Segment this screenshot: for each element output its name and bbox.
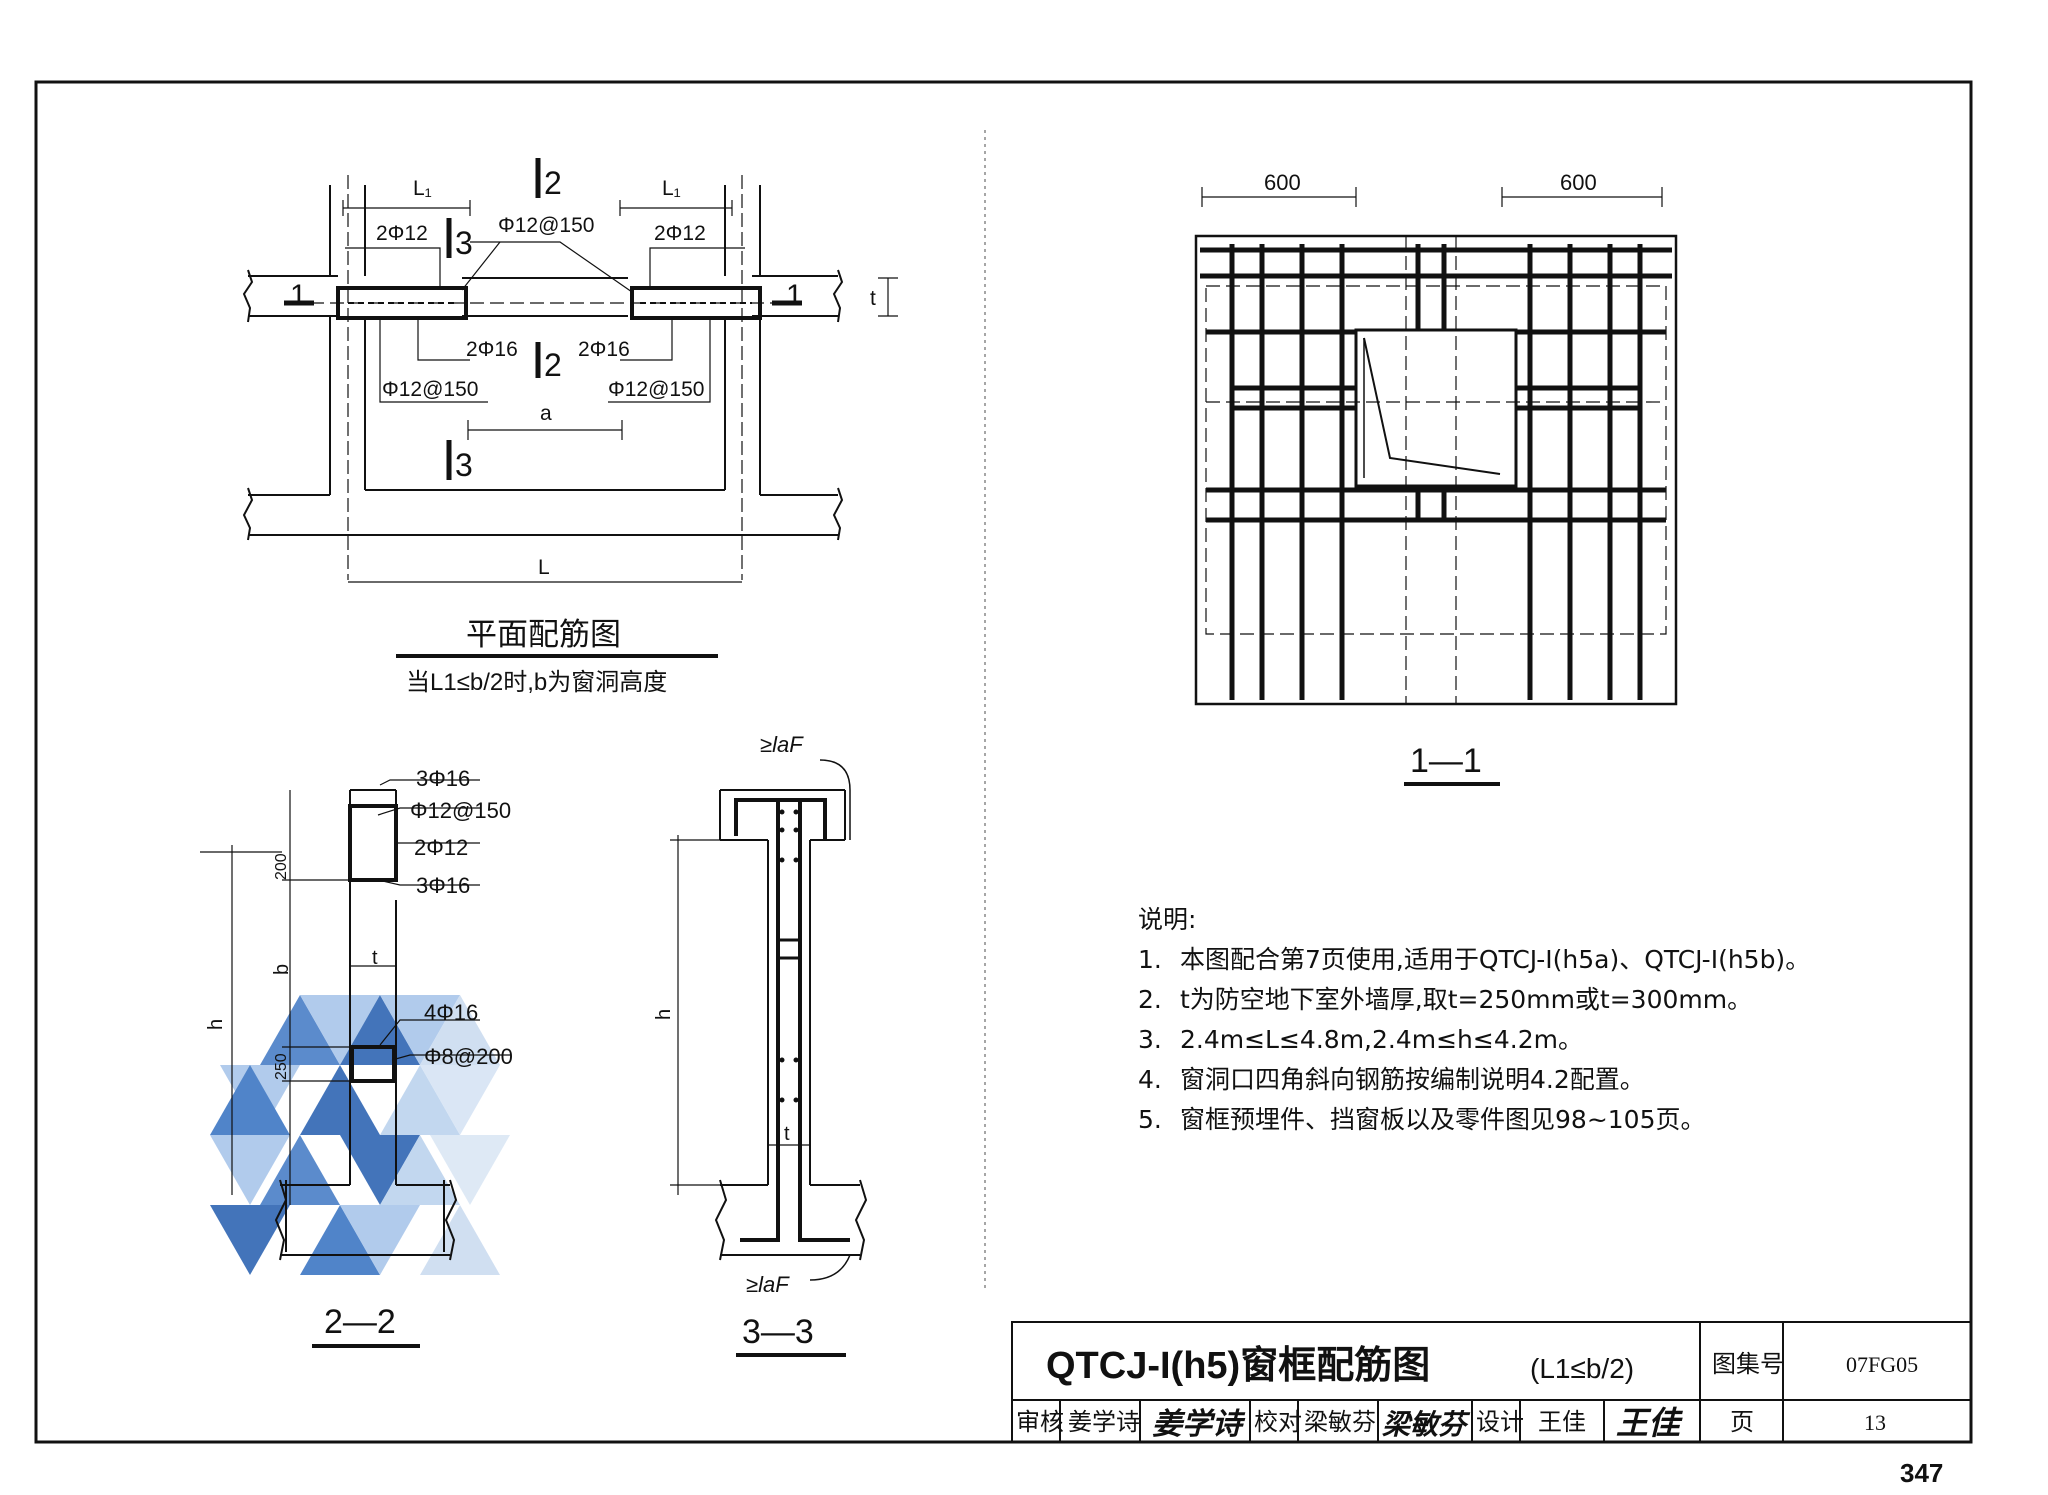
plan-bar-bottom-right: 2Φ16 <box>578 338 630 361</box>
note-number: 5. <box>1138 1105 1162 1134</box>
page-label: 页 <box>1730 1409 1754 1436</box>
design-signature: 王佳 <box>1616 1405 1683 1441</box>
s22-side-bars: 2Φ12 <box>414 835 468 860</box>
note-item: 2. t为防空地下室外墙厚,取t=250mm或t=300mm。 <box>1138 980 1898 1020</box>
notes-heading: 说明: <box>1138 905 1197 934</box>
s22-lintel-stirrup: Φ8@200 <box>424 1044 513 1069</box>
plan-bar-top-right: 2Φ12 <box>654 222 706 245</box>
title-block <box>1011 1321 1972 1443</box>
review-label: 审核 <box>1016 1409 1064 1436</box>
section-3-3 <box>670 759 868 1357</box>
plan-cut-2-top: 2 <box>544 165 562 201</box>
note-item: 1. 本图配合第7页使用,适用于QTCJ-I(h5a)、QTCJ-I(h5b)。 <box>1138 940 1898 980</box>
plan-stirrup-top: Φ12@150 <box>498 214 594 237</box>
note-text: 窗框预埋件、挡窗板以及零件图见98~105页。 <box>1180 1105 1706 1134</box>
s33-title: 3—3 <box>742 1313 814 1351</box>
check-label: 校对 <box>1254 1409 1302 1436</box>
s33-rebar-dots <box>779 809 799 1103</box>
atlas-label: 图集号 <box>1712 1351 1784 1378</box>
plan-dim-L: L <box>538 556 550 579</box>
note-text: 窗洞口四角斜向钢筋按编制说明4.2配置。 <box>1180 1065 1645 1094</box>
note-item: 4. 窗洞口四角斜向钢筋按编制说明4.2配置。 <box>1138 1060 1898 1100</box>
review-name: 姜学诗 <box>1068 1409 1140 1436</box>
plan-view <box>242 158 898 658</box>
section-1-1 <box>1194 187 1678 786</box>
plan-dim-a: a <box>540 402 552 425</box>
plan-subtitle: 当L1≤b/2时,b为窗洞高度 <box>406 669 667 696</box>
plan-title: 平面配筋图 <box>466 617 621 652</box>
notes-block: 说明: 1. 本图配合第7页使用,适用于QTCJ-I(h5a)、QTCJ-I(h5… <box>1138 900 1898 1140</box>
check-signature: 梁敏芬 <box>1382 1409 1471 1440</box>
outer-frame <box>34 80 1973 1444</box>
s22-dim-200: 200 <box>273 853 290 880</box>
note-number: 2. <box>1138 985 1162 1014</box>
s22-dim-t: t <box>372 947 378 969</box>
note-number: 1. <box>1138 945 1162 974</box>
s22-dim-b: b <box>271 964 293 975</box>
s22-bottom-bars: 3Φ16 <box>416 873 470 898</box>
plan-cut-1-right: 1 <box>786 279 803 312</box>
plan-dim-t: t <box>870 287 876 310</box>
design-name: 王佳 <box>1538 1409 1586 1436</box>
design-label: 设计 <box>1476 1409 1524 1436</box>
note-text: t为防空地下室外墙厚,取t=250mm或t=300mm。 <box>1180 985 1753 1014</box>
s11-dim-right: 600 <box>1560 170 1597 195</box>
note-item: 5. 窗框预埋件、挡窗板以及零件图见98~105页。 <box>1138 1100 1898 1140</box>
s22-dim-h: h <box>205 1019 227 1030</box>
note-text: 2.4m≤L≤4.8m,2.4m≤h≤4.2m。 <box>1180 1025 1583 1054</box>
section-2-2-labels: 3Φ16 Φ12@150 2Φ12 3Φ16 4Φ16 Φ8@200 t 200… <box>205 766 513 1341</box>
atlas-number: 07FG05 <box>1846 1352 1918 1377</box>
s22-stirrup: Φ12@150 <box>410 798 511 823</box>
s22-lintel-bars: 4Φ16 <box>424 1000 478 1025</box>
plan-bar-bottom-left: 2Φ16 <box>466 338 518 361</box>
title-block-text: QTCJ-I(h5)窗框配筋图 (L1≤b/2) 图集号 07FG05 页 13… <box>1016 1345 1918 1441</box>
s11-title: 1—1 <box>1410 742 1482 780</box>
page-number-box: 13 <box>1864 1410 1886 1435</box>
review-signature: 姜学诗 <box>1152 1407 1246 1441</box>
plan-cut-1-left: 1 <box>290 279 307 312</box>
note-item: 3. 2.4m≤L≤4.8m,2.4m≤h≤4.2m。 <box>1138 1020 1898 1060</box>
drawing-title-suffix: (L1≤b/2) <box>1530 1353 1634 1384</box>
plan-cut-3-bottom: 3 <box>455 447 473 483</box>
section-3-3-labels: ≥laF ≥laF t h 3—3 <box>653 732 814 1351</box>
note-number: 4. <box>1138 1065 1162 1094</box>
section-2-2 <box>200 779 510 1348</box>
s22-title: 2—2 <box>324 1303 396 1341</box>
s33-anchor-bottom: ≥laF <box>746 1272 790 1297</box>
plan-stirrup-bottom-right: Φ12@150 <box>608 378 704 401</box>
sheet-page-number: 347 <box>1900 1458 1943 1488</box>
s22-dim-250: 250 <box>273 1053 290 1080</box>
s33-anchor-top: ≥laF <box>760 732 804 757</box>
plan-L1-left: L₁ <box>413 177 432 200</box>
note-number: 3. <box>1138 1025 1162 1054</box>
section-1-1-labels: 600 600 1—1 <box>1264 170 1597 780</box>
check-name: 梁敏芬 <box>1304 1409 1376 1436</box>
plan-cut-2-bottom: 2 <box>544 347 562 383</box>
s33-dim-t: t <box>784 1123 790 1145</box>
plan-bar-top-left: 2Φ12 <box>376 222 428 245</box>
plan-stirrup-bottom-left: Φ12@150 <box>382 378 478 401</box>
plan-L1-right: L₁ <box>662 177 681 200</box>
drawing-title: QTCJ-I(h5)窗框配筋图 <box>1046 1345 1430 1387</box>
s33-dim-h: h <box>653 1009 675 1020</box>
note-text: 本图配合第7页使用,适用于QTCJ-I(h5a)、QTCJ-I(h5b)。 <box>1180 945 1811 974</box>
s22-top-bars: 3Φ16 <box>416 766 470 791</box>
plan-labels: L₁ L₁ 2Φ12 2Φ12 Φ12@150 2Φ16 2Φ16 Φ12@15… <box>290 165 876 579</box>
watermark-logo <box>210 995 510 1275</box>
plan-cut-3-top: 3 <box>455 225 473 261</box>
s11-dim-left: 600 <box>1264 170 1301 195</box>
